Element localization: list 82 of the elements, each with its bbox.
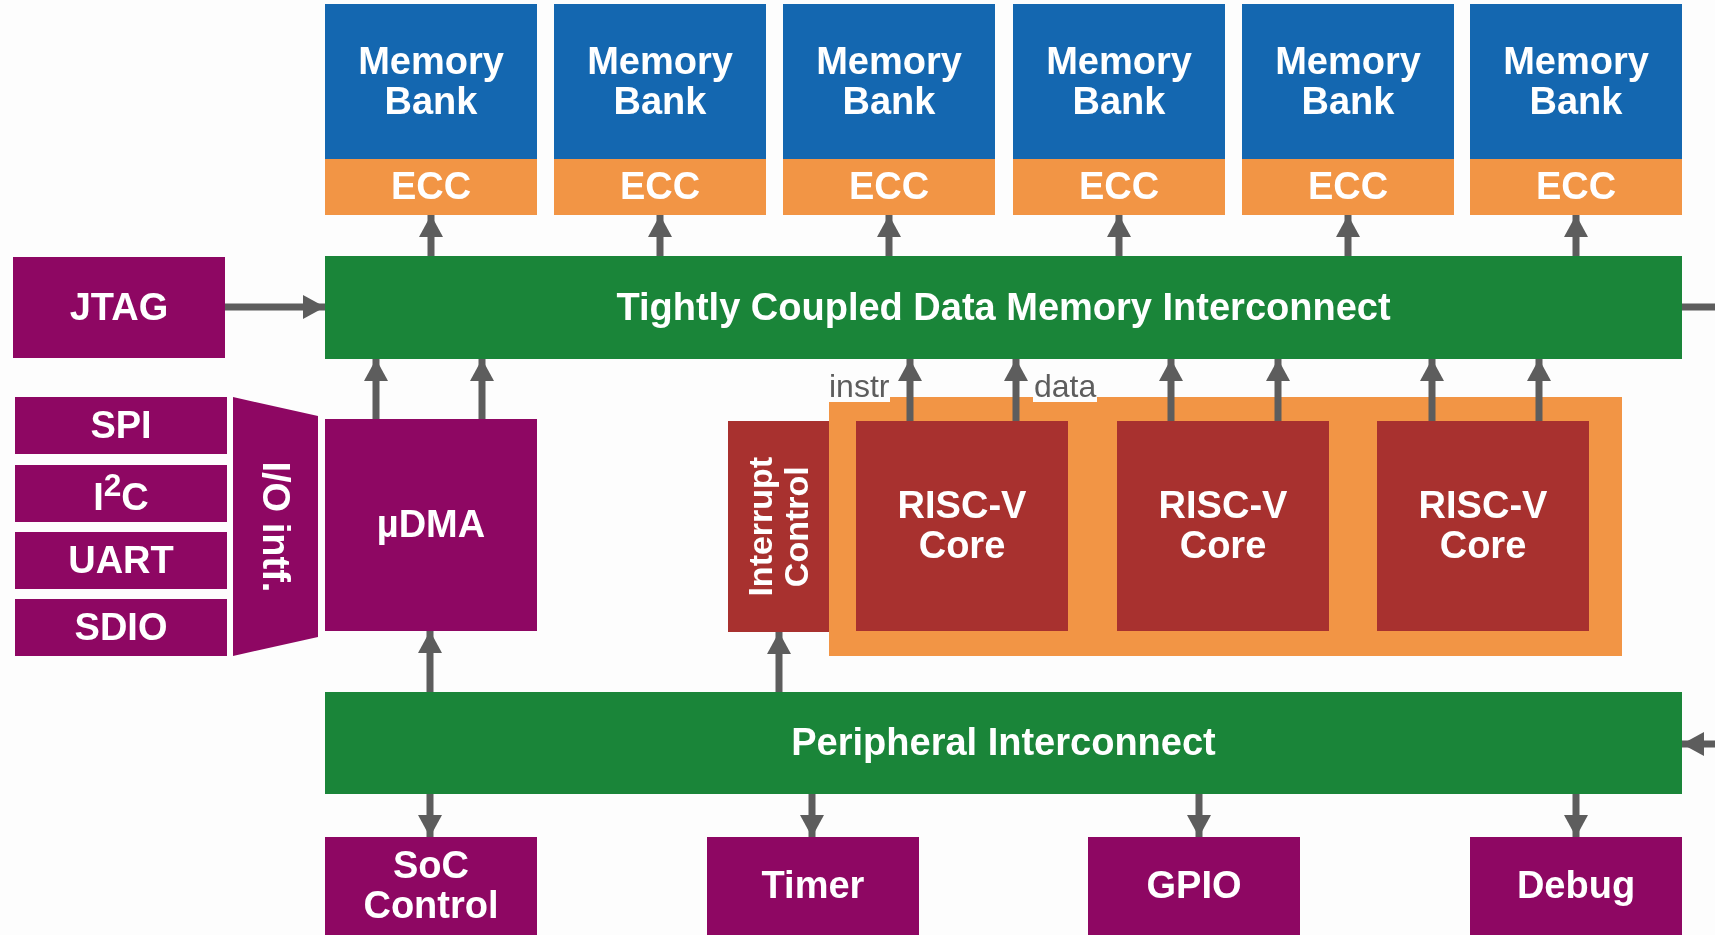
node-label: µDMA xyxy=(376,505,486,545)
node-label: UART xyxy=(68,540,174,581)
arrow xyxy=(1564,794,1588,837)
node-label: ECC xyxy=(1535,167,1617,207)
arrow xyxy=(800,794,824,837)
node-label: Interrupt Control xyxy=(742,455,815,599)
node-label: Memory Bank xyxy=(357,41,505,122)
arrow xyxy=(877,215,901,256)
node-label: I/O intf. xyxy=(255,460,296,594)
node-label: RISC-V Core xyxy=(896,486,1028,566)
peripheral-box xyxy=(15,532,227,589)
node-label: I$^{2}$C xyxy=(93,469,149,518)
peripheral-box xyxy=(15,397,227,454)
node-label: Memory Bank xyxy=(1274,41,1422,122)
node-label: Memory Bank xyxy=(586,41,734,122)
arrow xyxy=(898,359,922,421)
node-label: RISC-V Core xyxy=(1157,486,1289,566)
udma-box xyxy=(325,419,537,631)
arrow xyxy=(418,794,442,837)
interconnect-bar xyxy=(325,692,1682,794)
cluster-box xyxy=(829,397,1622,656)
ecc-band xyxy=(1242,159,1454,215)
memory-bank-box xyxy=(1470,4,1682,215)
memory-bank-box xyxy=(1013,4,1225,215)
peripheral-box xyxy=(15,465,227,522)
node-label: Timer xyxy=(760,866,866,906)
core-box xyxy=(856,421,1068,631)
ecc-band xyxy=(783,159,995,215)
arrow xyxy=(767,632,791,692)
core-box xyxy=(1377,421,1589,631)
ecc-band xyxy=(1470,159,1682,215)
peripheral-box xyxy=(1088,837,1300,935)
node-label: SDIO xyxy=(74,607,168,648)
arrow xyxy=(470,359,494,419)
arrow xyxy=(1420,359,1444,421)
peripheral-box xyxy=(15,599,227,656)
node-label: GPIO xyxy=(1145,866,1243,906)
arrow xyxy=(1159,359,1183,421)
arrow xyxy=(419,215,443,256)
jtag-box xyxy=(13,257,225,358)
arrow xyxy=(418,631,442,692)
interconnect-bar xyxy=(325,256,1682,359)
node-label: SPI xyxy=(90,405,152,446)
arrow xyxy=(225,295,325,319)
node-label: ECC xyxy=(619,167,701,207)
arrow xyxy=(1187,794,1211,837)
memory-bank-box xyxy=(783,4,995,215)
node-label: Memory Bank xyxy=(1502,41,1650,122)
node-label: Peripheral Interconnect xyxy=(791,723,1216,763)
ecc-band xyxy=(1013,159,1225,215)
core-box xyxy=(1117,421,1329,631)
node-label: JTAG xyxy=(69,287,169,328)
connector-line xyxy=(1682,303,1715,311)
peripheral-box xyxy=(325,837,537,935)
arrow xyxy=(1107,215,1131,256)
node-label: ECC xyxy=(848,167,930,207)
arrow xyxy=(648,215,672,256)
arrow xyxy=(1564,215,1588,256)
arrow xyxy=(1336,215,1360,256)
io-interface-trapezoid xyxy=(233,397,318,656)
memory-bank-box xyxy=(325,4,537,215)
peripheral-box xyxy=(1470,837,1682,935)
node-label: ECC xyxy=(1078,167,1160,207)
arrow xyxy=(1682,732,1715,756)
ecc-band xyxy=(554,159,766,215)
node-label: ECC xyxy=(390,167,472,207)
node-label: Tightly Coupled Data Memory Interconnect xyxy=(616,287,1391,328)
arrow xyxy=(1004,359,1028,421)
memory-bank-box xyxy=(554,4,766,215)
arrow xyxy=(1266,359,1290,421)
ecc-band xyxy=(325,159,537,215)
memory-bank-box xyxy=(1242,4,1454,215)
node-label: SoC Control xyxy=(362,846,500,926)
node-label: ECC xyxy=(1307,167,1389,207)
node-label: Memory Bank xyxy=(815,41,963,122)
interrupt-control-box xyxy=(728,421,829,632)
node-label: Memory Bank xyxy=(1045,41,1193,122)
arrow xyxy=(364,359,388,419)
node-label: Debug xyxy=(1515,866,1637,906)
node-label: RISC-V Core xyxy=(1417,486,1549,566)
arrow xyxy=(1527,359,1551,421)
peripheral-box xyxy=(707,837,919,935)
